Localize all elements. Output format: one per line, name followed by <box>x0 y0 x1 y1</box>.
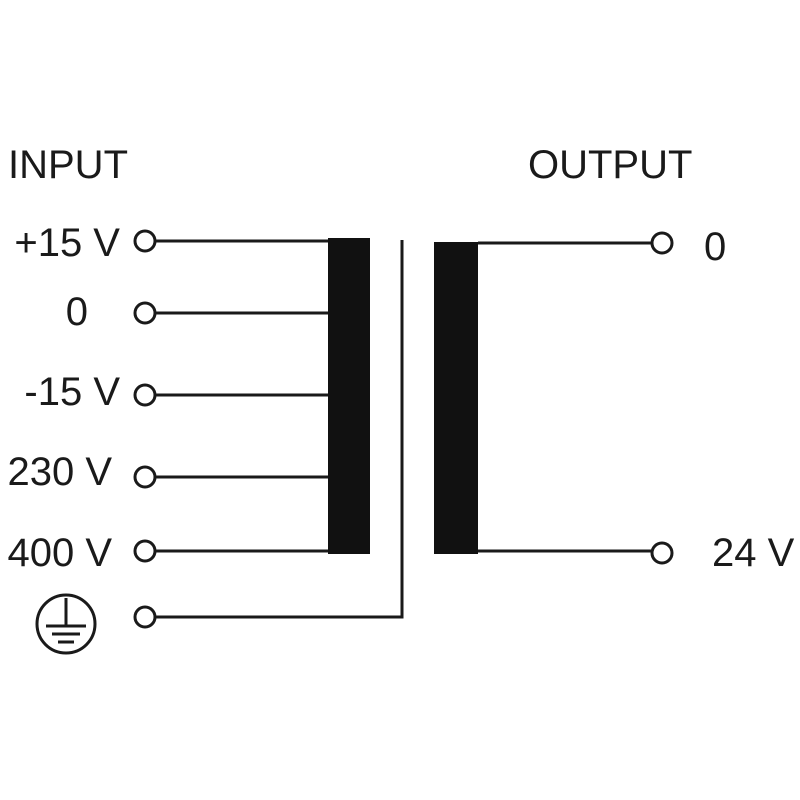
secondary-winding <box>434 242 478 554</box>
input-label-0v: 0 <box>66 290 88 334</box>
terminal-out-24v <box>650 541 674 565</box>
input-label-400v: 400 V <box>7 531 112 575</box>
input-label-230v: 230 V <box>7 450 112 494</box>
terminal-ground <box>133 605 157 629</box>
output-title: OUTPUT <box>528 143 692 187</box>
input-title: INPUT <box>8 143 128 187</box>
terminal-400v <box>133 539 157 563</box>
input-label-plus15v: +15 V <box>14 221 120 265</box>
primary-winding <box>328 238 370 554</box>
input-label-minus15v: -15 V <box>24 370 120 414</box>
terminal-plus15v <box>133 229 157 253</box>
terminal-out-0 <box>650 231 674 255</box>
output-label-0: 0 <box>704 225 726 269</box>
terminal-minus15v <box>133 383 157 407</box>
terminal-0v <box>133 301 157 325</box>
wire-ground-shield <box>156 240 404 619</box>
terminal-230v <box>133 465 157 489</box>
output-label-24v: 24 V <box>712 531 795 575</box>
ground-icon <box>35 593 97 655</box>
